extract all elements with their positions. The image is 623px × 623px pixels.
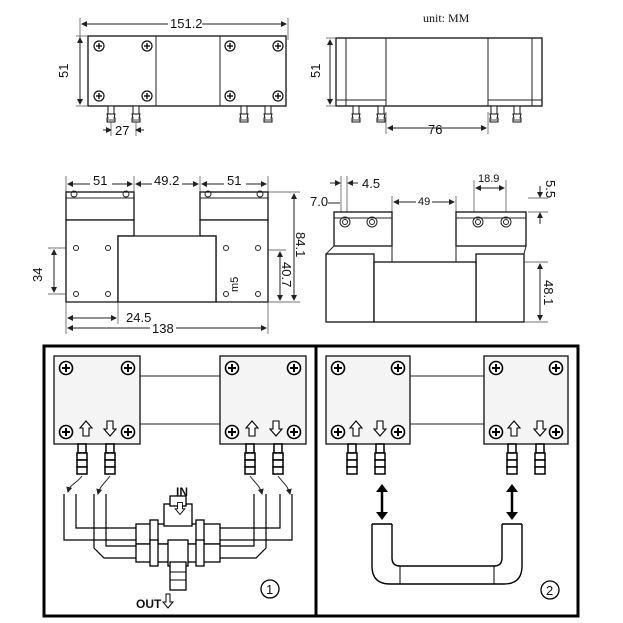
front-offset: 24.5	[126, 310, 151, 325]
side-height-label: 51	[308, 64, 323, 78]
diagram-2-frame	[314, 344, 580, 618]
side-view: 51 76	[308, 37, 543, 137]
in-label: IN	[176, 485, 188, 499]
side-body	[335, 37, 543, 107]
top-height-label: 51	[56, 64, 71, 78]
top-body	[87, 35, 287, 107]
front-total-width: 138	[152, 321, 174, 336]
diagram-2-number-badge	[540, 580, 560, 600]
unit-label: unit: MM	[423, 11, 470, 25]
front-total-height: 84.1	[293, 232, 308, 257]
front-left-width: 51	[93, 173, 107, 188]
side-span-label: 76	[428, 122, 442, 137]
diagram-1-number-badge	[260, 579, 280, 599]
front-inner-height: 40.7	[279, 262, 294, 287]
front-mid-width: 49.2	[154, 173, 179, 188]
diagram-2-number: 2	[546, 583, 553, 598]
end-edge: 5.5	[543, 180, 558, 198]
top-view: 151.2 51 27	[56, 16, 289, 138]
diagram-series: IN OUT 1	[42, 344, 318, 618]
end-port-offset: 7.0	[310, 194, 328, 209]
diagram-1-number: 1	[266, 582, 273, 597]
front-right-width: 51	[227, 173, 241, 188]
end-view: 4.5 7.0 49 18.9 5.5	[310, 173, 558, 323]
top-port-offset-label: 27	[115, 123, 129, 138]
front-view: 51 49.2 51 m5 84.1 40.7 34	[30, 173, 308, 336]
front-right-block	[199, 191, 269, 221]
diagram-parallel: 2	[314, 344, 580, 618]
front-screw-label: m5	[229, 277, 241, 292]
end-port-pitch: 4.5	[362, 176, 380, 191]
end-lower-height: 48.1	[541, 280, 556, 305]
top-width-label: 151.2	[170, 16, 203, 31]
front-left-height: 34	[30, 268, 45, 282]
end-center: 49	[418, 196, 430, 208]
end-port-spacing: 18.9	[478, 173, 499, 185]
front-left-block	[65, 191, 135, 221]
out-label: OUT	[136, 597, 162, 611]
